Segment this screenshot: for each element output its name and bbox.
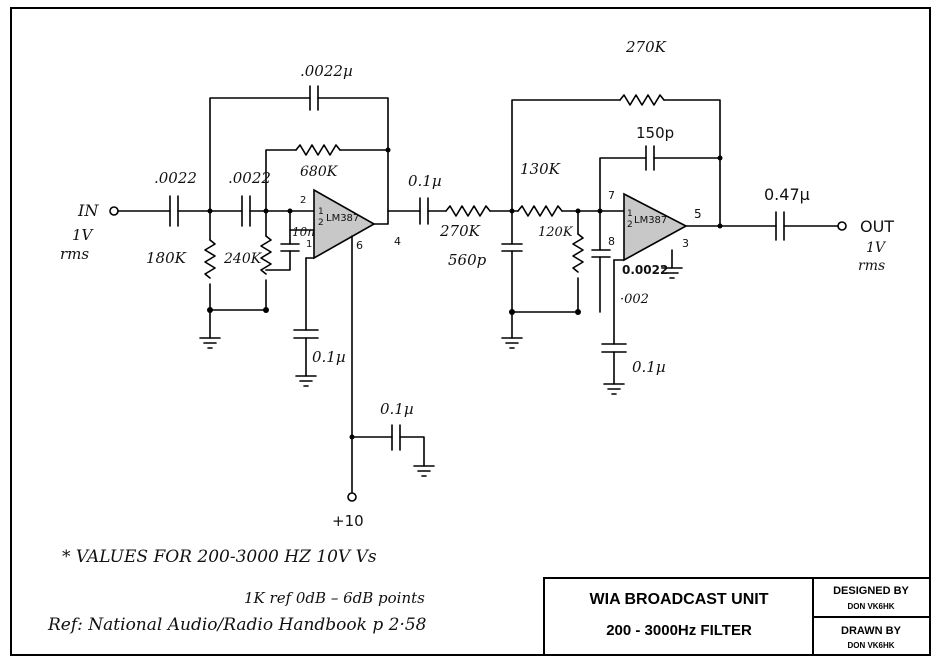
capacitor-supply2-symbol — [601, 343, 627, 353]
note-line-2: 1K ref 0dB – 6dB points — [244, 589, 425, 607]
pin-u1-1: 1 — [306, 239, 312, 250]
capacitor-rail-symbol — [391, 424, 401, 451]
pin-u2-8: 8 — [608, 235, 615, 248]
resistor-130k-symbol — [517, 205, 563, 217]
label-c-002: ·002 — [620, 292, 649, 307]
u2-part: LM387 — [634, 215, 667, 226]
pin-u1-2: 2 — [300, 195, 306, 206]
component-labels: .0022 .0022 .0022µ 680K 180K 240K 10n 0.… — [146, 38, 810, 418]
label-r-fb1: 680K — [300, 164, 339, 180]
label-c-in: .0022 — [154, 169, 197, 187]
label-c-supply2: 0.1µ — [632, 358, 666, 376]
io-labels: IN 1V rms OUT 1V rms +10 — [60, 201, 894, 530]
u2-half-num: 1 — [627, 209, 633, 219]
label-r-130k: 130K — [520, 160, 561, 178]
output-label: OUT — [860, 217, 894, 236]
resistor-270k-series-symbol — [445, 205, 491, 217]
resistor-680k-symbol — [295, 144, 341, 156]
input-unit: rms — [60, 245, 89, 263]
label-c-10n: 10n — [292, 225, 315, 239]
u1-half-den: 2 — [318, 218, 324, 228]
label-c-supply-rail: 0.1µ — [380, 400, 414, 418]
feedback-capacitor-symbol — [309, 85, 319, 111]
capacitor-560p-symbol — [501, 243, 523, 252]
note-line-1: * VALUES FOR 200-3000 HZ 10V Vs — [62, 547, 377, 567]
coupling-capacitor-symbol — [419, 197, 429, 225]
label-c-supply1: 0.1µ — [312, 348, 346, 366]
title-block: WIA BROADCAST UNIT 200 - 3000Hz FILTER D… — [543, 577, 931, 656]
input-label: IN — [77, 201, 99, 220]
label-c-out: 0.47µ — [764, 185, 810, 204]
label-c-00022: 0.0022 — [622, 263, 668, 277]
resistor-270k-feedback-symbol — [619, 94, 665, 106]
label-r-240k: 240K — [223, 251, 263, 267]
label-r-120k: 120K — [538, 225, 574, 240]
notes: * VALUES FOR 200-3000 HZ 10V Vs 1K ref 0… — [47, 547, 427, 635]
label-r-270k-series: 270K — [439, 222, 481, 240]
resistor-240k-symbol — [260, 235, 272, 275]
pin-u2-3: 3 — [682, 237, 689, 250]
title-block-subtitle: 200 - 3000Hz FILTER — [606, 622, 752, 639]
page-border — [10, 7, 931, 656]
u1-part: LM387 — [326, 213, 359, 224]
label-c-coupling: 0.1µ — [408, 172, 442, 190]
ground-rail — [413, 465, 435, 477]
pin-labels: 2 1 6 4 7 8 5 3 — [300, 189, 702, 252]
label-c-in2: .0022 — [228, 169, 271, 187]
ground-supply2 — [603, 383, 625, 395]
note-line-3: Ref: National Audio/Radio Handbook p 2·5… — [47, 615, 427, 635]
capacitor-00022-symbol — [591, 249, 611, 258]
opamp-u2 — [623, 192, 688, 262]
output-terminal[interactable] — [837, 221, 847, 231]
supply-label: +10 — [332, 512, 364, 530]
output-unit: rms — [858, 258, 885, 274]
ground-supply1 — [295, 375, 317, 387]
opamp-u1 — [313, 188, 376, 260]
resistor-120k-symbol — [572, 233, 584, 273]
designed-by-label: DESIGNED BY — [833, 585, 909, 597]
input-capacitor-symbol — [169, 195, 179, 227]
label-c-fb1: .0022µ — [300, 62, 353, 80]
drawn-by-name: DON VK6HK — [847, 641, 894, 650]
designed-by-name: DON VK6HK — [847, 602, 894, 611]
pin-u2-7: 7 — [608, 189, 615, 202]
pin-u1-4: 4 — [394, 235, 401, 248]
stage-1 — [109, 85, 447, 502]
input-terminal[interactable] — [109, 206, 119, 216]
label-c-150p: 150p — [636, 124, 674, 142]
ground-left — [199, 337, 221, 349]
label-r-fb2: 270K — [625, 38, 667, 56]
label-c-560p: 560p — [448, 251, 487, 269]
supply-terminal[interactable] — [347, 492, 357, 502]
u1-half-num: 1 — [318, 207, 324, 217]
output-capacitor-symbol — [775, 211, 785, 241]
pin-u2-5: 5 — [694, 207, 702, 221]
capacitor-10n-symbol — [280, 243, 300, 252]
title-block-title: WIA BROADCAST UNIT — [590, 591, 769, 608]
pin-u1-6: 6 — [356, 239, 363, 252]
u2-half-den: 2 — [627, 220, 633, 230]
ic-labels: 1 2 LM387 1 2 LM387 — [318, 207, 667, 230]
capacitor-150p-symbol — [645, 145, 655, 171]
capacitor-supply1-symbol — [293, 329, 319, 339]
drawn-by-label: DRAWN BY — [841, 625, 902, 637]
ground-mid — [501, 337, 523, 349]
resistor-180k-symbol — [204, 239, 216, 279]
ground-u2 — [661, 267, 683, 279]
stage-2 — [445, 94, 847, 395]
output-level: 1V — [866, 240, 887, 256]
label-r-180k: 180K — [146, 249, 187, 267]
second-capacitor-symbol — [241, 195, 251, 227]
input-level: 1V — [72, 226, 95, 244]
